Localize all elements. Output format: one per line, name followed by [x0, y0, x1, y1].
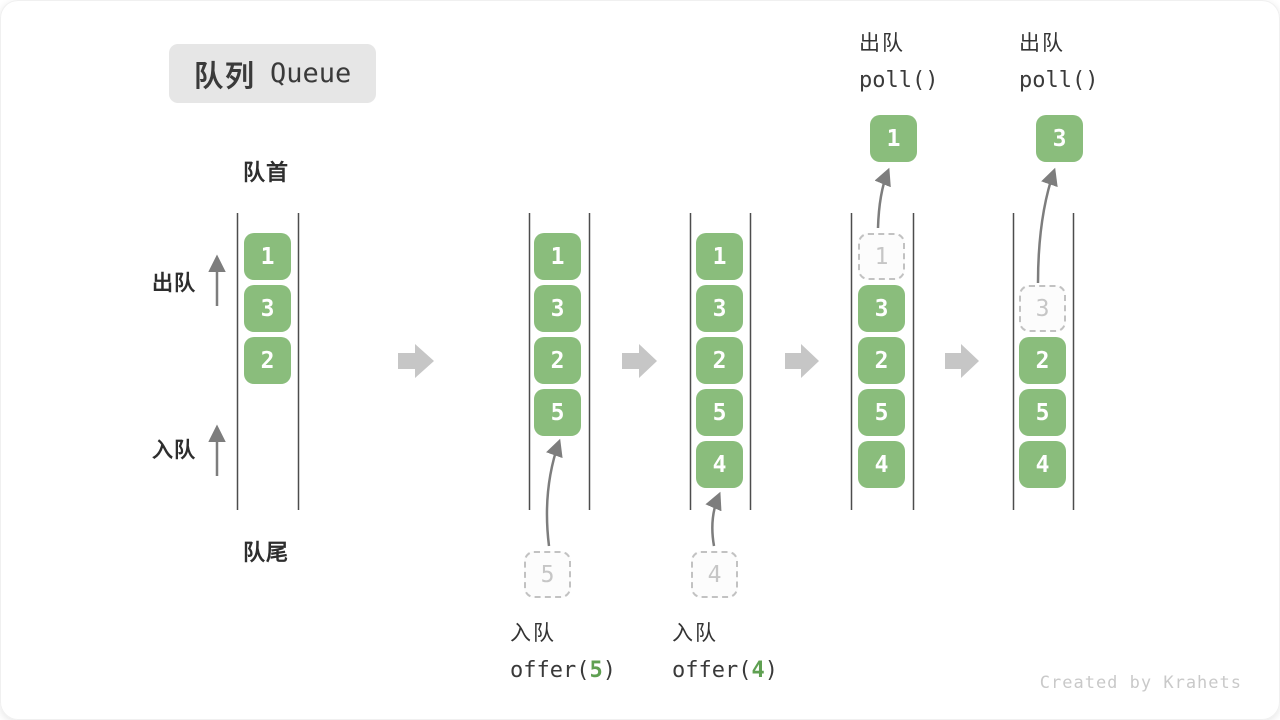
queue-cell: 3 [858, 285, 905, 332]
title-en: Queue [270, 58, 352, 89]
removed-cell-ghost: 1 [858, 233, 905, 280]
removed-cell-ghost: 3 [1019, 285, 1066, 332]
queue-cell: 2 [534, 337, 581, 384]
title-badge: 队列 Queue [169, 44, 377, 103]
queue-cell: 3 [244, 285, 291, 332]
code-close: ) [602, 658, 616, 683]
enqueue-side-label: 入队 [152, 439, 196, 462]
queue-cell: 1 [534, 233, 581, 280]
code-arg: 4 [751, 658, 765, 683]
dequeue-op-label: 出队 [859, 32, 905, 55]
step-arrows [398, 344, 979, 378]
queue-front-label: 队首 [243, 160, 290, 185]
queue-cell: 2 [1019, 337, 1066, 384]
polled-cell: 1 [870, 115, 917, 162]
dequeue-op-label: 出队 [1019, 32, 1065, 55]
flow-arrow-3-icon [785, 344, 819, 378]
enqueue-op-label: 入队 [672, 622, 718, 645]
offer4-arrow-icon [705, 491, 722, 547]
enqueue-op-code: offer(5) [510, 658, 616, 683]
poll3-arrow-icon [1036, 167, 1058, 284]
offer5-arrow-icon [545, 438, 563, 547]
dequeue-op-code: poll() [859, 68, 939, 93]
queue-cell: 5 [534, 389, 581, 436]
flow-arrow-2-icon [622, 344, 657, 378]
queue-cell: 1 [244, 233, 291, 280]
queue-cell: 4 [858, 441, 905, 488]
code-close: ) [764, 658, 778, 683]
queue-cell: 2 [244, 337, 291, 384]
incoming-cell-ghost: 4 [691, 551, 738, 598]
op-enqueue-offer4: 入队 offer(4) [672, 617, 778, 683]
code-fn: offer( [672, 658, 752, 683]
enqueue-op-code: offer(4) [672, 658, 778, 683]
polled-cell: 3 [1036, 115, 1083, 162]
queue-cell: 1 [696, 233, 743, 280]
queue-cell: 3 [534, 285, 581, 332]
queue-cell: 5 [1019, 389, 1066, 436]
enqueue-op-label: 入队 [510, 622, 556, 645]
code-arg: 5 [589, 658, 603, 683]
incoming-cell-ghost: 5 [524, 551, 571, 598]
op-dequeue-poll-1: 出队 poll() [859, 27, 938, 93]
code-fn: offer( [510, 658, 590, 683]
poll1-arrow-icon [874, 167, 891, 229]
queue-cell: 2 [858, 337, 905, 384]
queue-cell: 2 [696, 337, 743, 384]
queue-cell: 4 [1019, 441, 1066, 488]
title-zh: 队列 [194, 60, 257, 93]
op-dequeue-poll-2: 出队 poll() [1019, 27, 1098, 93]
queue-lane-walls [236, 213, 1075, 510]
dequeue-op-code: poll() [1019, 68, 1099, 93]
watermark: Created by Krahets [1039, 673, 1242, 693]
queue-cell: 3 [696, 285, 743, 332]
operation-arrows [545, 167, 1058, 547]
queue-cell: 4 [696, 441, 743, 488]
queue-cell: 5 [858, 389, 905, 436]
op-enqueue-offer5: 入队 offer(5) [510, 617, 616, 683]
flow-arrow-1-icon [398, 344, 434, 378]
queue-cell: 5 [696, 389, 743, 436]
dequeue-side-label: 出队 [152, 272, 196, 295]
queue-rear-label: 队尾 [243, 540, 290, 565]
flow-arrow-4-icon [945, 344, 979, 378]
